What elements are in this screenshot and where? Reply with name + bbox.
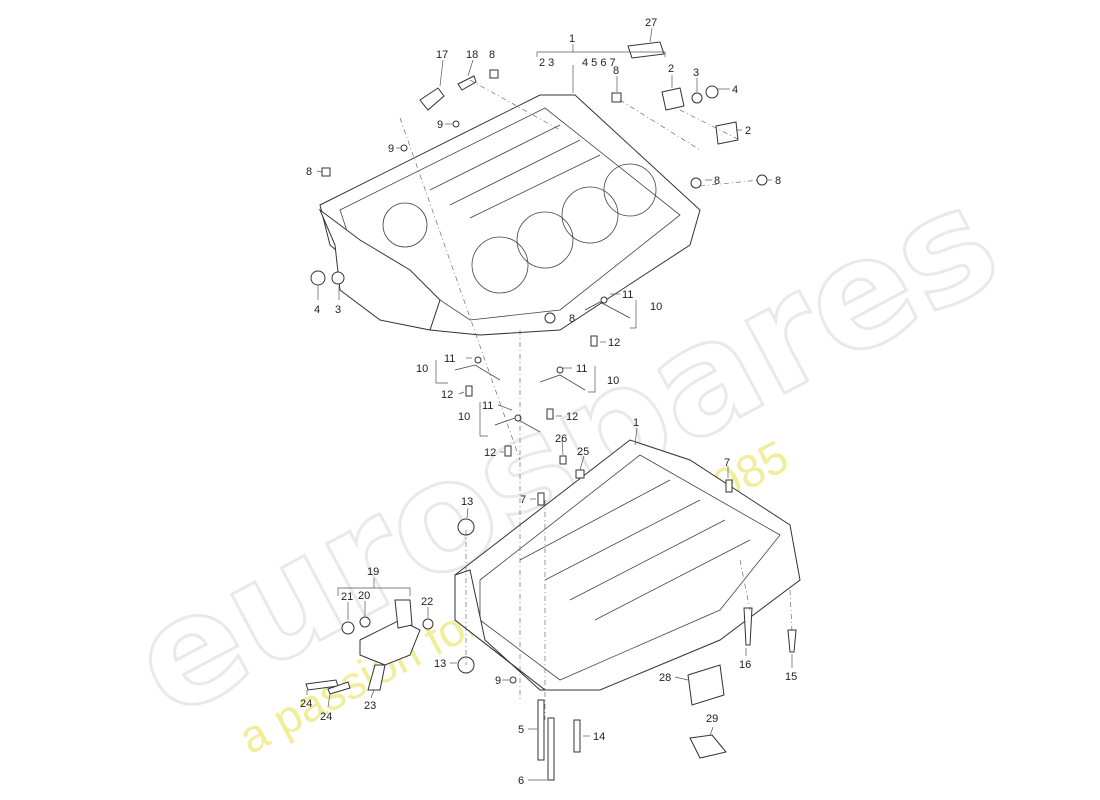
callout-8-far-right: 8 (775, 175, 781, 187)
callout-10-left: 10 (416, 363, 428, 375)
callout-8-left: 8 (306, 166, 312, 178)
callout-15: 15 (785, 671, 797, 683)
callout-23: 23 (364, 700, 376, 712)
callout-13-top: 13 (461, 496, 473, 508)
callout-4-7: 4 5 6 7 (582, 57, 616, 69)
callout-4-top: 4 (732, 84, 738, 96)
callout-10-lower: 10 (458, 411, 470, 423)
oil-pump-assembly (341, 599, 434, 691)
callout-8-top: 8 (489, 49, 495, 61)
callout-2-right: 2 (745, 125, 751, 137)
callout-2-3: 2 3 (539, 57, 554, 69)
callout-14: 14 (593, 731, 605, 743)
callout-29: 29 (706, 713, 718, 725)
callout-1-lower: 1 (633, 417, 639, 429)
callout-12-right: 12 (608, 337, 620, 349)
leader-lines (306, 27, 793, 781)
callout-12-center: 12 (566, 411, 578, 423)
callout-17: 17 (436, 49, 448, 61)
callout-11-right: 11 (622, 289, 633, 301)
callout-25: 25 (577, 446, 589, 458)
callout-9-left: 9 (388, 143, 394, 155)
callout-27: 27 (645, 17, 657, 29)
callout-8-right-mid: 8 (714, 175, 720, 187)
upper-crankcase (318, 94, 701, 336)
callout-26: 26 (555, 433, 567, 445)
callout-5: 5 (518, 724, 524, 736)
callout-6: 6 (518, 775, 524, 787)
callout-9-bottom: 9 (495, 675, 501, 687)
callout-4-left: 4 (314, 304, 320, 316)
callout-18: 18 (466, 49, 478, 61)
callout-9-upper: 9 (437, 119, 443, 131)
callout-7-right: 7 (724, 457, 730, 469)
callout-8-right-top: 8 (613, 65, 619, 77)
lower-crankcase (454, 439, 801, 691)
small-parts (305, 41, 797, 781)
callout-1-top: 1 (569, 33, 575, 45)
callout-10-center: 10 (607, 375, 619, 387)
callout-12-left: 12 (441, 389, 453, 401)
callouts: 1 2 3 4 5 6 7 27 17 18 8 8 2 3 4 2 9 9 8… (300, 17, 797, 787)
callout-21: 21 (341, 591, 353, 603)
callout-3-top: 3 (693, 67, 699, 79)
callout-19: 19 (367, 566, 379, 578)
callout-16: 16 (739, 659, 751, 671)
assembly-lines (399, 79, 793, 720)
callout-13-bottom: 13 (434, 658, 446, 670)
callout-28: 28 (659, 672, 671, 684)
callout-10-right: 10 (650, 301, 662, 313)
callout-11-center: 11 (576, 363, 587, 375)
callout-8-mid: 8 (569, 313, 575, 325)
callout-7-left: 7 (520, 494, 526, 506)
callout-2-top: 2 (668, 63, 674, 75)
callout-12-lower: 12 (484, 447, 496, 459)
callout-11-left: 11 (444, 353, 455, 365)
callout-22: 22 (421, 596, 433, 608)
callout-3-left: 3 (335, 304, 341, 316)
callout-24-right: 24 (320, 711, 332, 723)
callout-11-lower: 11 (482, 400, 493, 412)
callout-24-left: 24 (300, 698, 312, 710)
callout-20: 20 (358, 590, 370, 602)
